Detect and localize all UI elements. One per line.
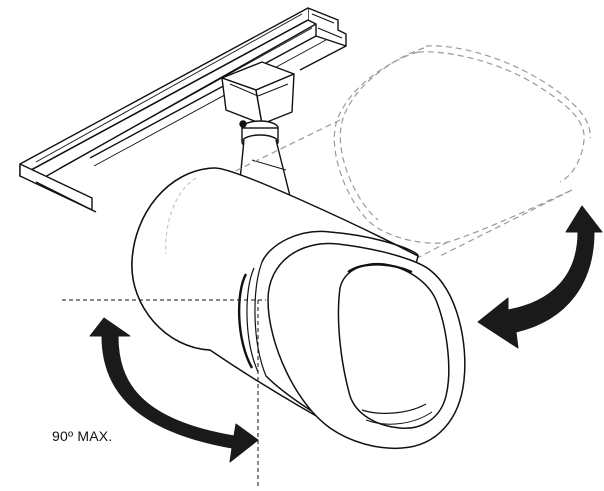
tilt-reference-lines [62, 299, 266, 486]
spotlight-front-opening [267, 242, 466, 450]
angle-label: 90º MAX. [52, 428, 113, 444]
tilt-arrow-icon [89, 317, 259, 463]
rail-adapter [221, 61, 295, 125]
rotation-arrow-icon [477, 205, 603, 349]
track-rail [19, 7, 347, 213]
